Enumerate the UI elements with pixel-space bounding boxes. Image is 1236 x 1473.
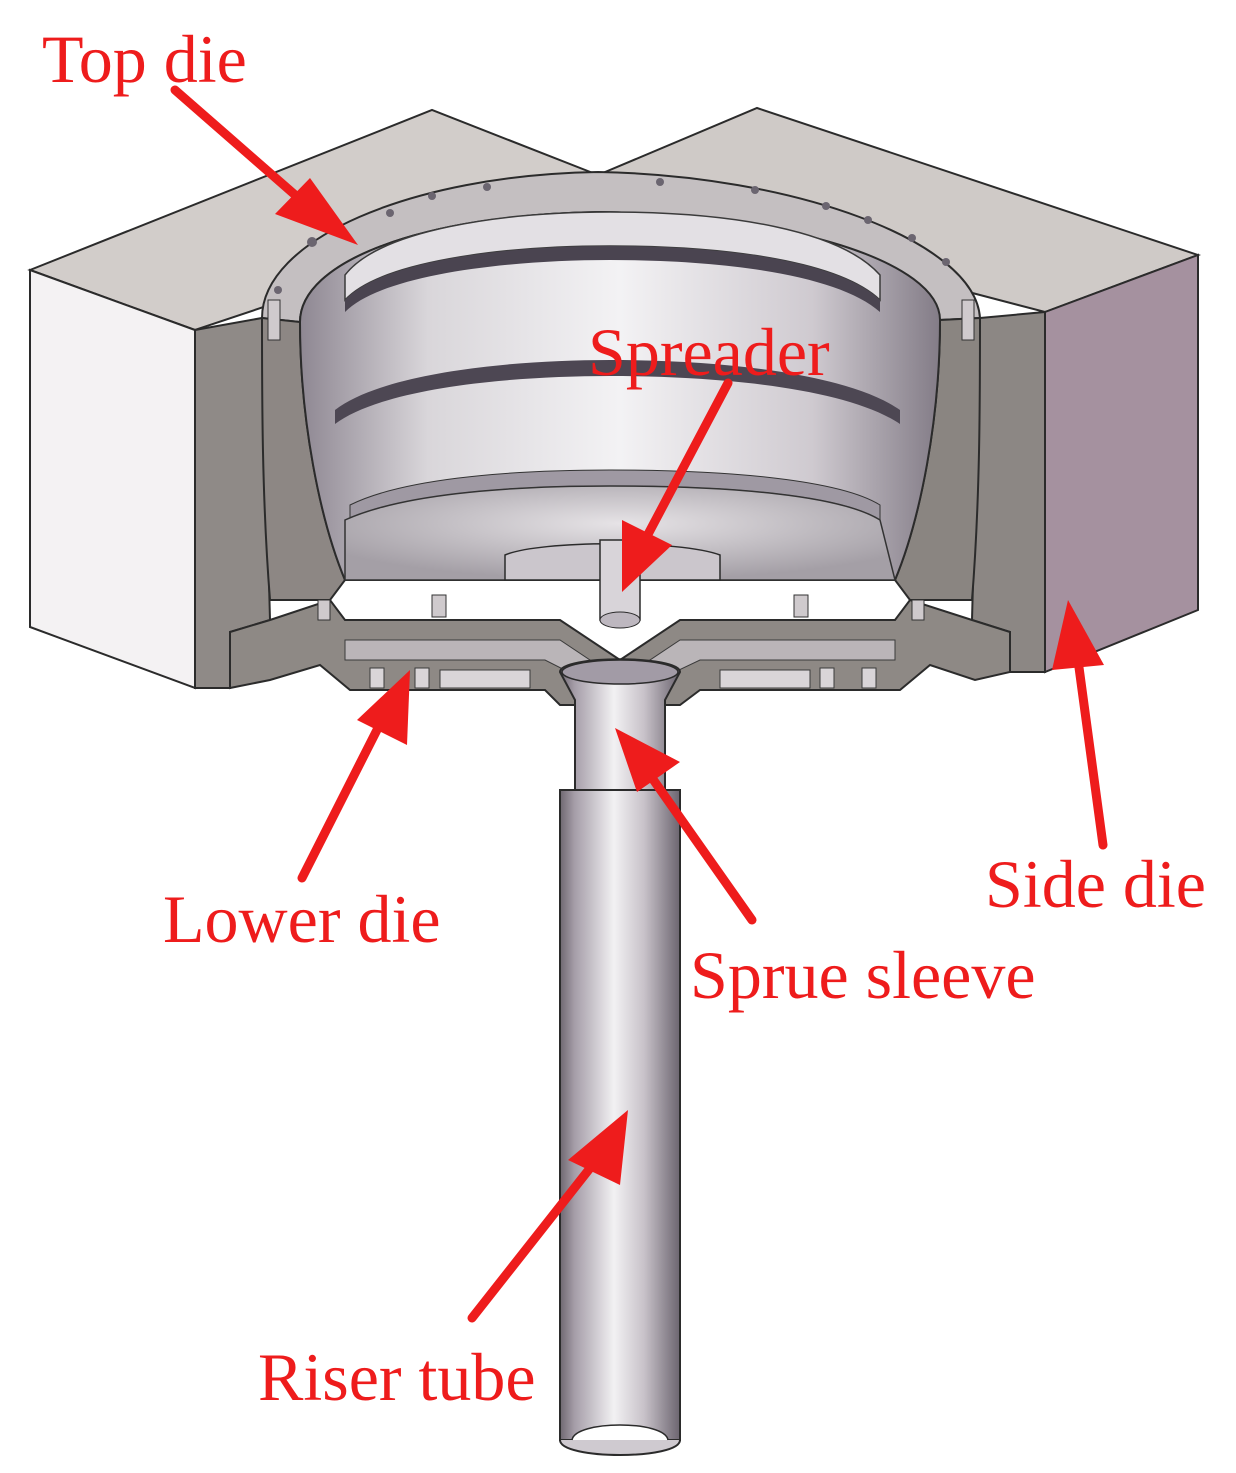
annotation-arrows (170, 85, 1108, 1323)
side-die (27, 106, 1202, 690)
lower-die-arrow (297, 670, 410, 883)
sprue-sleeve-arrow (615, 728, 757, 925)
riser-tube-label: Riser tube (258, 1339, 536, 1415)
lower-die-label: Lower die (163, 881, 441, 957)
riser-tube-arrow (467, 1110, 628, 1323)
top-die-label: Top die (42, 21, 247, 97)
top-die (260, 170, 982, 601)
side-die-label: Side die (985, 846, 1206, 922)
spreader-arrow (622, 378, 733, 592)
labels: Top die Spreader Lower die Side die Spru… (42, 21, 1206, 1415)
spreader (504, 539, 721, 629)
spreader-label: Spreader (588, 314, 830, 390)
top-die-arrow (170, 85, 358, 245)
sprue-sleeve-label: Sprue sleeve (690, 937, 1036, 1013)
riser-tube (559, 789, 681, 1456)
lower-die (229, 299, 1011, 706)
side-die-arrow (1052, 600, 1108, 850)
